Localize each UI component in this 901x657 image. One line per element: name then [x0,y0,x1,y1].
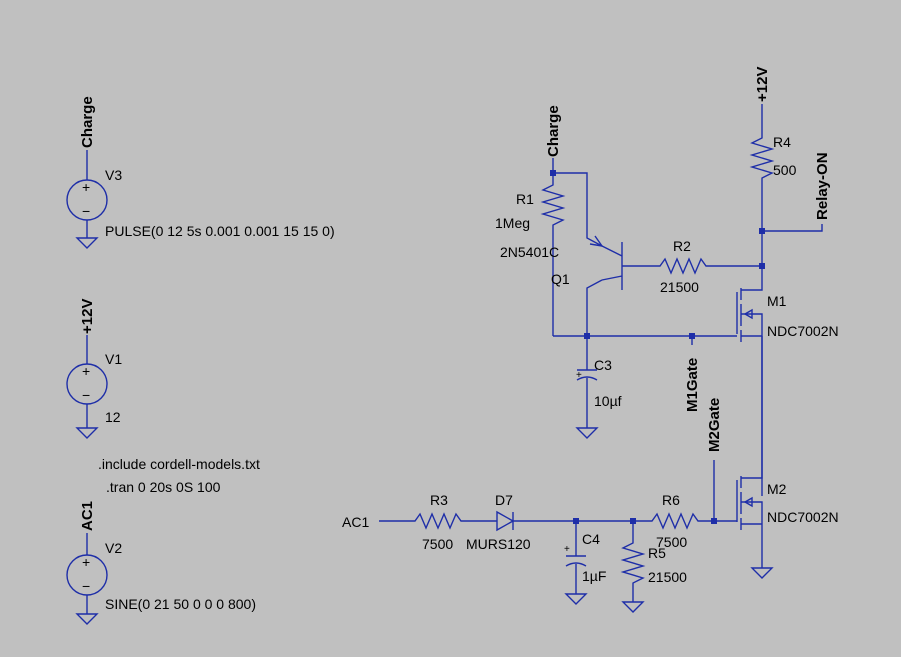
m2-model: NDC7002N [767,509,839,525]
r3-value: 7500 [422,536,453,552]
v3-net-label: Charge [79,96,96,148]
r1-name: R1 [516,191,534,207]
r4-name: R4 [773,134,791,150]
v3-value: PULSE(0 12 5s 0.001 0.001 15 15 0) [105,223,335,239]
relay-on-net-label: Relay-ON [814,152,831,220]
r5-name: R5 [648,545,666,561]
m1-model: NDC7002N [767,323,839,339]
mosfet-m1[interactable]: M1 NDC7002N [736,266,839,496]
r6-value: 7500 [656,534,687,550]
wires-top [540,104,823,439]
source-v2[interactable]: + − AC1 V2 SINE(0 21 50 0 0 0 800) [66,501,256,625]
r5-value: 21500 [648,569,687,585]
v3-name: V3 [105,167,122,183]
v1-minus: − [82,387,90,403]
r1-value: 1Meg [495,215,530,231]
v2-value: SINE(0 21 50 0 0 0 800) [105,596,256,612]
c4-plus: + [564,544,570,555]
include-directive[interactable]: .include cordell-models.txt [98,456,260,472]
source-v1[interactable]: + − +12V V1 12 [66,299,122,439]
c4-value: 1µF [582,568,606,584]
d7-model: MURS120 [466,536,531,552]
m1-name: M1 [767,293,787,309]
v2-name: V2 [105,540,122,556]
v1-value: 12 [105,409,121,425]
source-v3[interactable]: + − Charge V3 PULSE(0 12 5s 0.001 0.001 … [66,96,335,249]
d7-name: D7 [495,492,513,508]
r3-name: R3 [430,492,448,508]
c3-value: 10µf [594,393,622,409]
r6-name: R6 [662,492,680,508]
q1-name: Q1 [551,271,570,287]
v3-minus: − [82,203,90,219]
transistor-q1[interactable]: 2N5401C Q1 [500,242,623,290]
c3-plus: + [576,370,582,381]
m1gate-net-label: M1Gate [684,358,701,412]
c4-name: C4 [582,531,600,547]
q1-model: 2N5401C [500,244,559,260]
v3-plus: + [82,179,90,195]
junction-dots [550,170,765,524]
mosfet-m2[interactable]: M2 NDC7002N [736,336,839,579]
charge-net-label: Charge [545,105,562,157]
ac1-input-label: AC1 [342,514,369,530]
wires-bottom [379,460,737,613]
vcc-net-label: +12V [754,67,771,102]
r2-name: R2 [673,238,691,254]
v1-plus: + [82,363,90,379]
v1-name: V1 [105,351,122,367]
r4-value: 500 [773,162,797,178]
tran-directive[interactable]: .tran 0 20s 0S 100 [106,479,221,495]
r2-value: 21500 [660,279,699,295]
m2gate-net-label: M2Gate [706,398,723,452]
v2-net-label: AC1 [79,501,96,531]
v1-net-label: +12V [79,299,96,334]
m2-name: M2 [767,481,787,497]
v2-minus: − [82,578,90,594]
v2-plus: + [82,554,90,570]
c3-name: C3 [594,357,612,373]
